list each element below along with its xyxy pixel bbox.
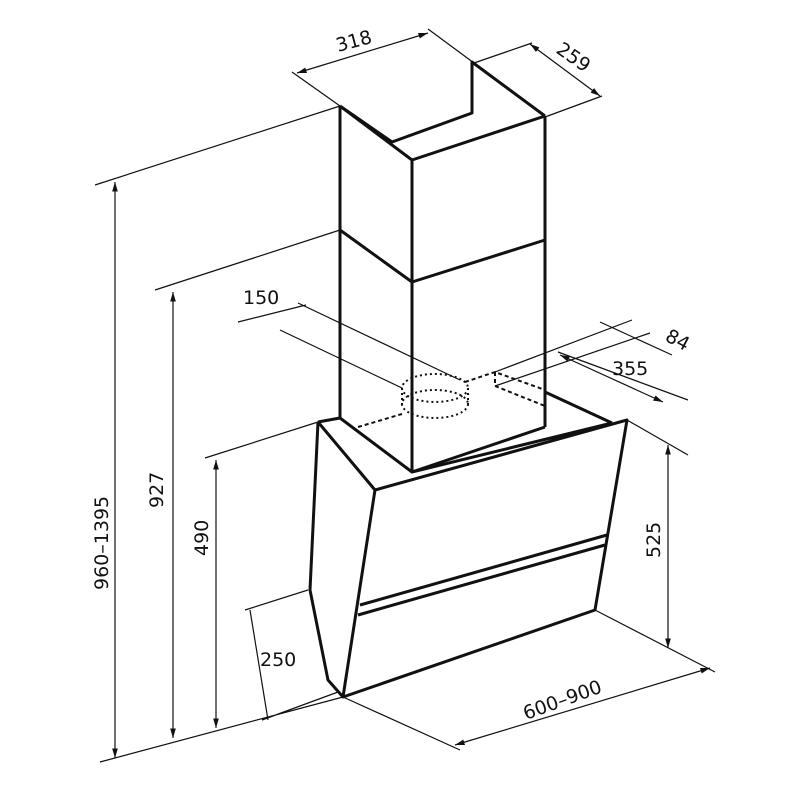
- dim-490: 490: [191, 520, 213, 556]
- dim-927: 927: [146, 472, 168, 508]
- dim-259: 259: [552, 38, 594, 77]
- dim-600-900: 600–900: [520, 676, 605, 725]
- dim-318: 318: [334, 26, 375, 57]
- hood-body: [308, 390, 629, 699]
- dim-960-1395: 960–1395: [91, 496, 113, 590]
- dim-84: 84: [662, 325, 694, 356]
- dim-355: 355: [612, 358, 648, 380]
- dim-250: 250: [260, 649, 296, 671]
- chimney: [338, 60, 547, 474]
- dim-525: 525: [643, 522, 665, 558]
- dim-150: 150: [243, 287, 279, 309]
- dimension-lines: [94, 28, 716, 763]
